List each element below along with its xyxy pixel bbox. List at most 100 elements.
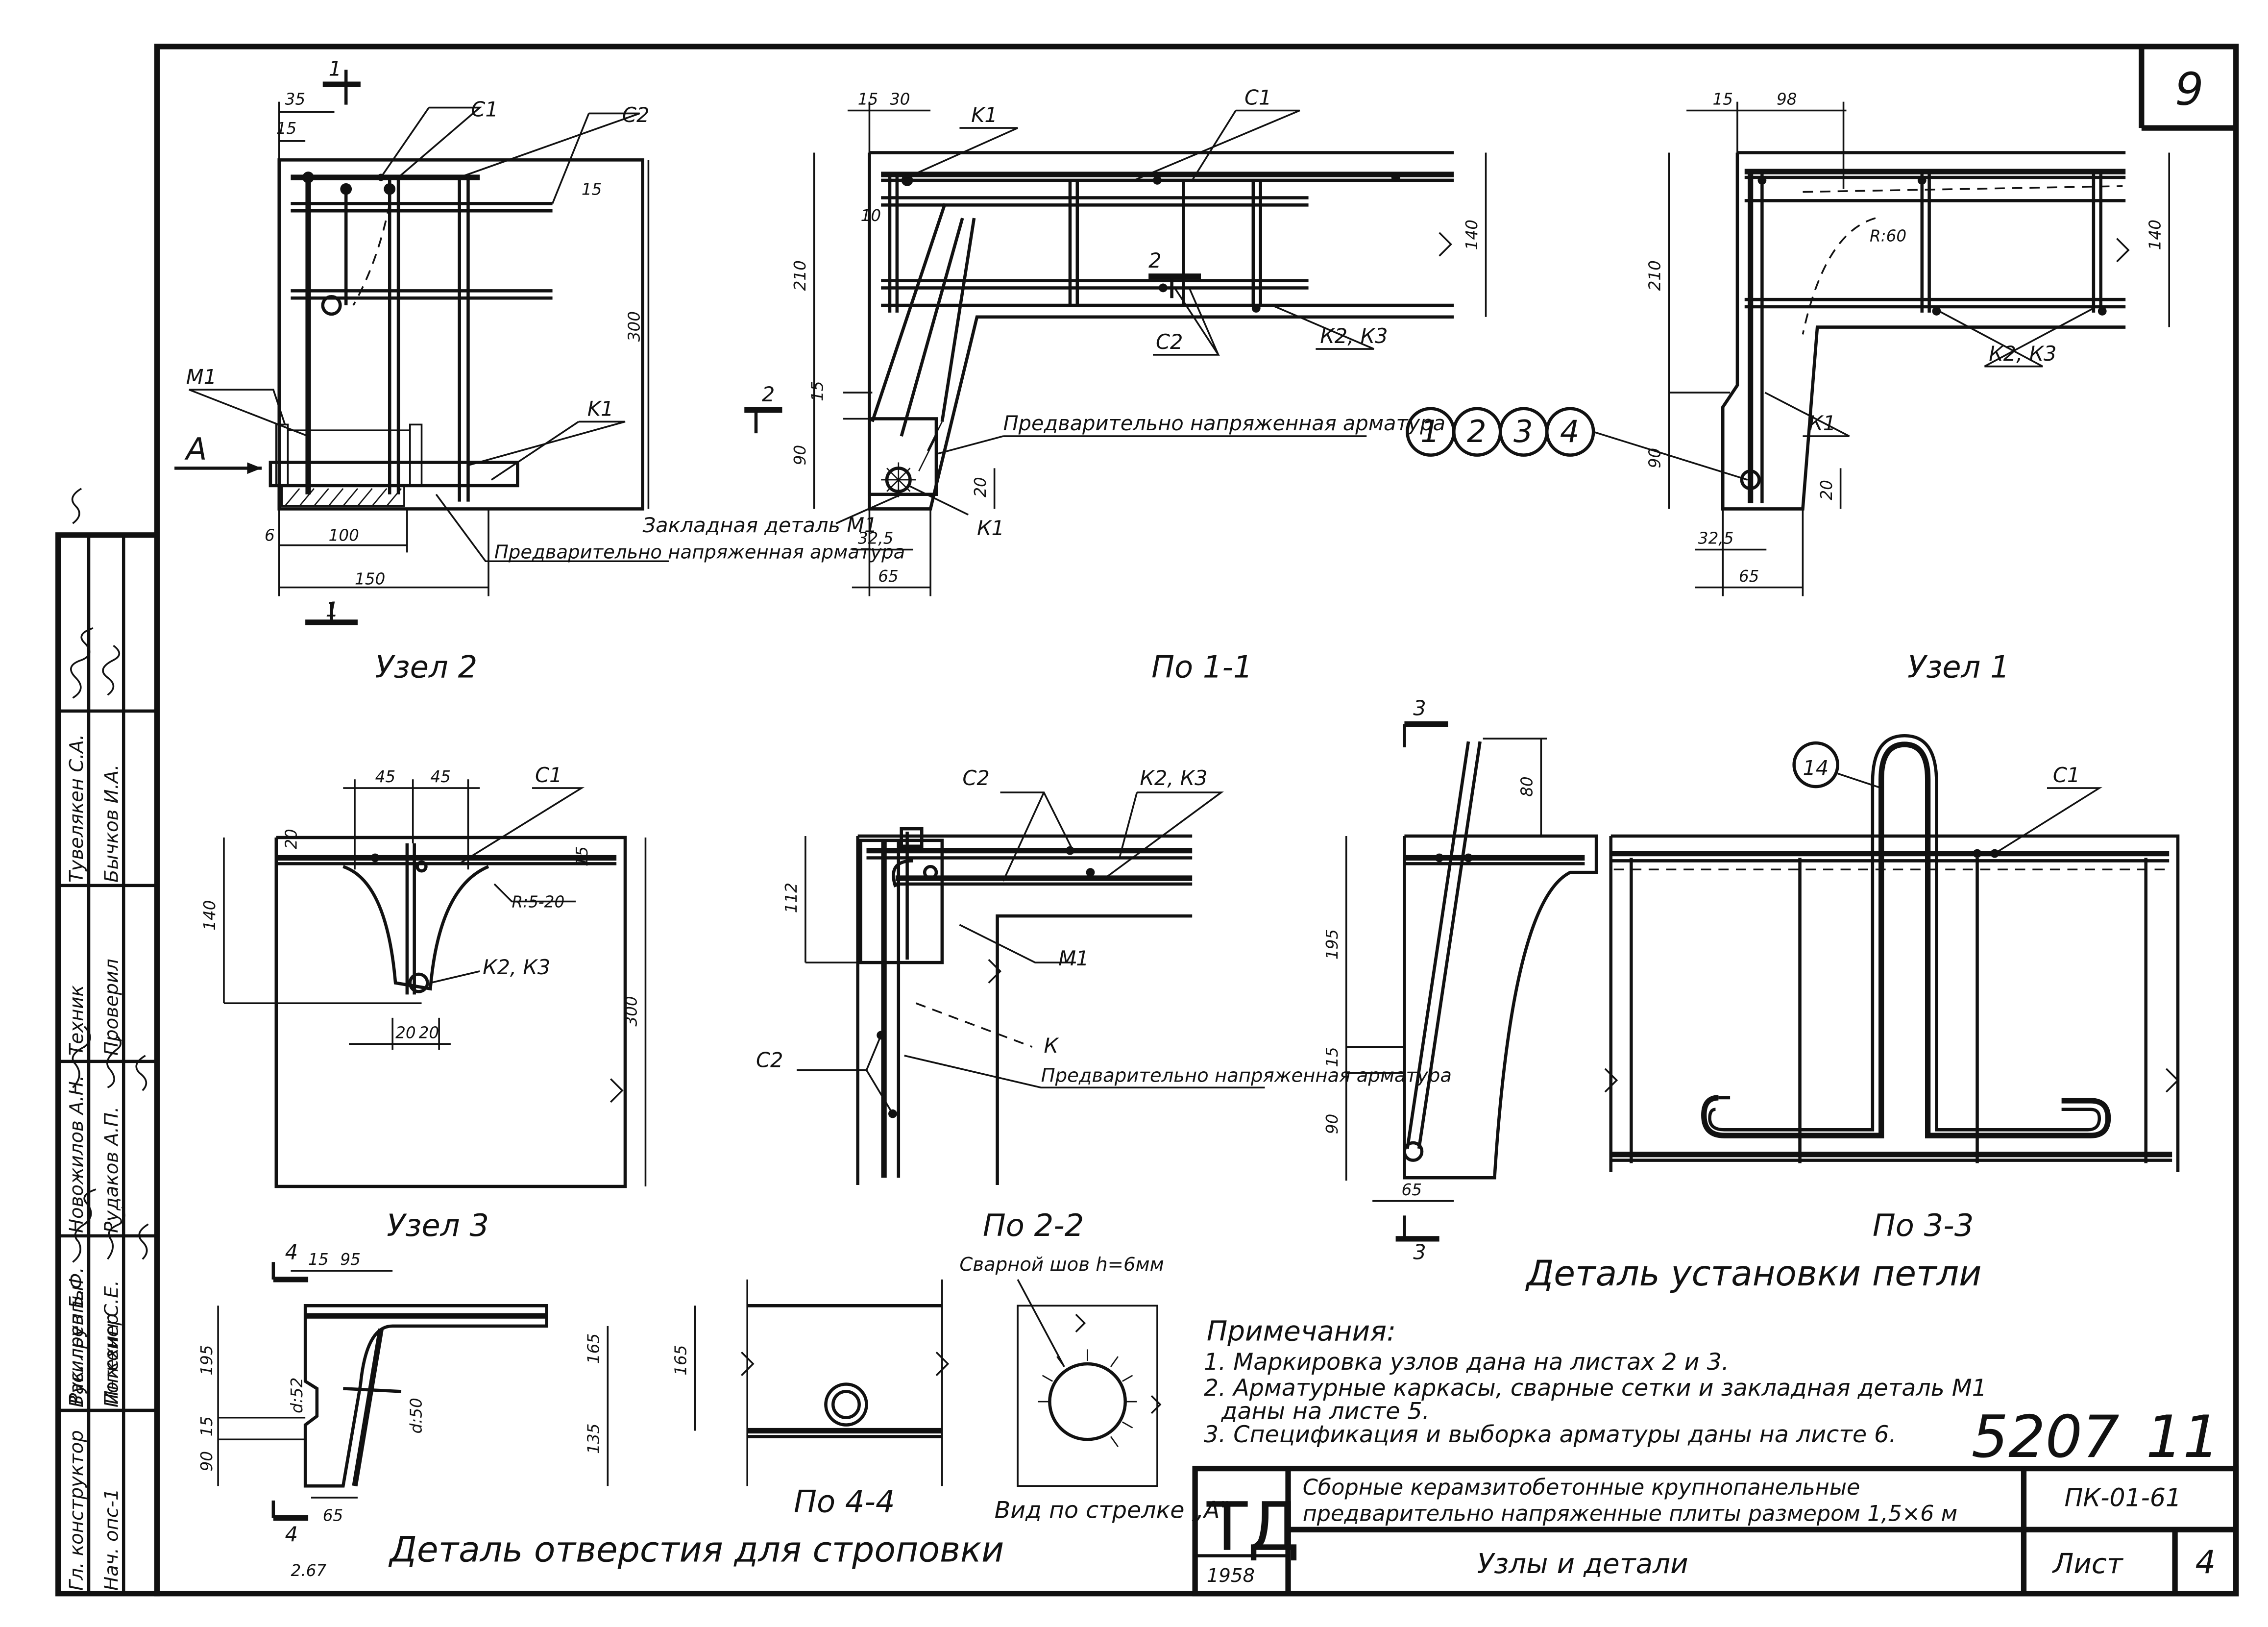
title-line-1: Сборные керамзитобетонные крупнопанельны… bbox=[1303, 1475, 1860, 1500]
hole-dim-65: 65 bbox=[323, 1506, 343, 1525]
name-rudakov: Рудаков А.П. bbox=[100, 1107, 122, 1233]
s11-dim-30: 30 bbox=[890, 90, 910, 109]
s11-dim-90: 90 bbox=[791, 445, 809, 466]
section-2-2-caption: По 2-2 bbox=[983, 1208, 1084, 1243]
s11-dim-15: 15 bbox=[858, 90, 878, 109]
s11-label-k2k3: К2, К3 bbox=[1320, 324, 1388, 348]
n3-dim-45a: 45 bbox=[375, 767, 396, 786]
title-sheet-name: Узлы и детали bbox=[1477, 1548, 1688, 1580]
role-chief-designer: Гл. конструктор bbox=[66, 1430, 88, 1591]
s11-dim-20: 20 bbox=[971, 477, 990, 497]
node2-dim-150: 150 bbox=[355, 570, 385, 589]
n1-dim-90: 90 bbox=[1646, 448, 1664, 468]
section-4-4-caption: По 4-4 bbox=[794, 1484, 895, 1520]
s22-label-prestressed: Предварительно напряженная арматура bbox=[1041, 1064, 1452, 1086]
arrow-a-caption: Вид по стрелке „А" bbox=[995, 1497, 1231, 1524]
n3-dim-15: 15 bbox=[573, 846, 591, 867]
node2-section-marker: 1 bbox=[329, 56, 341, 80]
loop-label-bubble-14: 14 bbox=[1803, 756, 1829, 780]
s22-label-c2: C2 bbox=[962, 766, 989, 790]
corner-sheet-number: 9 bbox=[2175, 63, 2204, 116]
loop-dim-80: 80 bbox=[1518, 776, 1536, 797]
s11-mark-2: 2 bbox=[1148, 248, 1161, 272]
s11-dim-210: 210 bbox=[791, 260, 809, 291]
bubble-1: 1 bbox=[1420, 414, 1440, 449]
s11-dim-10: 10 bbox=[861, 206, 881, 225]
name-novozhilov: Новожилов А.Н. bbox=[66, 1075, 88, 1233]
node2-dim-15b: 15 bbox=[582, 180, 602, 199]
s22-label-k2k3: К2, К3 bbox=[1140, 766, 1207, 790]
title-line-2: предварительно напряженные плиты размеро… bbox=[1303, 1501, 1958, 1526]
node2-dim-15: 15 bbox=[276, 119, 297, 138]
n1-label-k2k3: К2, К3 bbox=[1989, 342, 2056, 366]
section-3-3-caption: По 3-3 bbox=[1873, 1208, 1974, 1243]
s44-dim-165: 165 bbox=[672, 1345, 690, 1375]
loop-dim-195: 195 bbox=[1323, 929, 1341, 960]
bubble-2: 2 bbox=[1467, 414, 1487, 449]
s22-label-m1: М1 bbox=[1058, 946, 1089, 970]
n3-label-c1: C1 bbox=[535, 763, 562, 787]
hole-dim-15: 15 bbox=[308, 1250, 329, 1269]
s11-section-marker: 2 bbox=[762, 382, 775, 406]
arrow-a-weld-note: Сварной шов h=6мм bbox=[959, 1254, 1164, 1276]
s11-dim-65: 65 bbox=[878, 567, 899, 586]
loop-detail-title: Деталь установки петли bbox=[1525, 1253, 1982, 1294]
s11-label-c2: C2 bbox=[1156, 330, 1183, 354]
node2-label-prestressed: Предварительно напряженная арматура bbox=[494, 541, 905, 563]
arrow-a-view: Сварной шов h=6мм Вид по стрелке „А" bbox=[959, 1254, 1230, 1524]
s11-label-embedded: Закладная деталь М1 bbox=[643, 513, 878, 537]
s11-label-prestressed: Предварительно напряженная арматура bbox=[1003, 411, 1445, 435]
title-year: 1958 bbox=[1207, 1565, 1255, 1587]
node-3-view: 45 45 20 15 140 300 20 20 C1 R:5-20 К2, … bbox=[200, 763, 647, 1243]
n3-dim-20a: 20 bbox=[395, 1023, 416, 1042]
node2-label-m1: M1 bbox=[186, 365, 217, 389]
s11-label-k1: K1 bbox=[971, 103, 998, 127]
node2-dim-300: 300 bbox=[625, 311, 644, 342]
node3-caption: Узел 3 bbox=[387, 1208, 489, 1243]
hole-dim-d52: d:52 bbox=[288, 1378, 306, 1413]
node-2-view: 1 1 A C1 C2 M1 K1 Предварительно напряже… bbox=[174, 56, 905, 685]
n1-dim-65: 65 bbox=[1739, 567, 1759, 586]
node2-dim-35: 35 bbox=[285, 90, 306, 109]
role-dept-head: Нач. опс-1 bbox=[100, 1488, 122, 1590]
title-sheet-word: Лист bbox=[2052, 1548, 2124, 1580]
n3-dim-45b: 45 bbox=[430, 767, 451, 786]
s22-label-k: К bbox=[1044, 1034, 1059, 1058]
hole-dim-15b: 15 bbox=[197, 1416, 216, 1437]
node2-label-k1: K1 bbox=[587, 397, 614, 421]
section-1-1-view: 15 30 10 210 15 90 20 32,5 65 140 2 2 K1… bbox=[643, 86, 1748, 685]
role-checker: Проверил bbox=[100, 959, 122, 1056]
note-1: 1. Маркировка узлов дана на листах 2 и 3… bbox=[1204, 1349, 1729, 1376]
loop-section-marker-top: 3 bbox=[1413, 696, 1426, 720]
n3-label-k2k3: К2, К3 bbox=[483, 955, 550, 979]
notes-block: Примечания: 1. Маркировка узлов дана на … bbox=[1204, 1316, 2220, 1471]
s11-label-k1b: К1 bbox=[977, 516, 1004, 540]
hole-dim-165: 165 bbox=[585, 1333, 603, 1364]
n1-dim-20: 20 bbox=[1817, 480, 1836, 500]
n1-label-r60: R:60 bbox=[1870, 227, 1906, 246]
node-1-view: 15 98 210 140 90 20 32,5 65 R:60 К2, К3 … bbox=[1646, 90, 2170, 685]
node2-label-c2: C2 bbox=[622, 103, 649, 127]
node2-dim-100: 100 bbox=[329, 526, 359, 545]
staff-stamp: Гл. конструктор Нач. опс-1 Рук. группы И… bbox=[55, 488, 160, 1597]
s11-dim-140: 140 bbox=[1463, 220, 1481, 250]
node1-caption: Узел 1 bbox=[1907, 649, 2010, 685]
s22-label-c2b: C2 bbox=[756, 1048, 783, 1072]
notes-heading: Примечания: bbox=[1207, 1316, 1396, 1348]
s22-dim-112: 112 bbox=[782, 883, 801, 913]
loop-dim-90: 90 bbox=[1323, 1114, 1341, 1134]
loop-dim-15: 15 bbox=[1323, 1047, 1341, 1067]
section-1-1-caption: По 1-1 bbox=[1151, 649, 1253, 685]
loop-section-view: 3 3 80 195 15 90 65 bbox=[1323, 696, 1598, 1264]
section-3-3-view: 14 C1 По 3-3 Деталь установки петли bbox=[1525, 734, 2180, 1294]
node2-view-arrow-label: A bbox=[184, 431, 207, 467]
note-2-continued: даны на листе 5. bbox=[1221, 1398, 1430, 1425]
n3-label-r520: R:5-20 bbox=[512, 892, 564, 911]
loop-dim-65: 65 bbox=[1401, 1181, 1422, 1199]
name-tuvelyaken: Тувелякен С.А. bbox=[66, 734, 88, 883]
hole-dim-2-67: 2.67 bbox=[291, 1561, 326, 1580]
note-3: 3. Спецификация и выборка арматуры даны … bbox=[1204, 1421, 1897, 1448]
title-code: ПК-01-61 bbox=[2065, 1483, 2182, 1512]
n3-dim-300: 300 bbox=[622, 996, 641, 1026]
